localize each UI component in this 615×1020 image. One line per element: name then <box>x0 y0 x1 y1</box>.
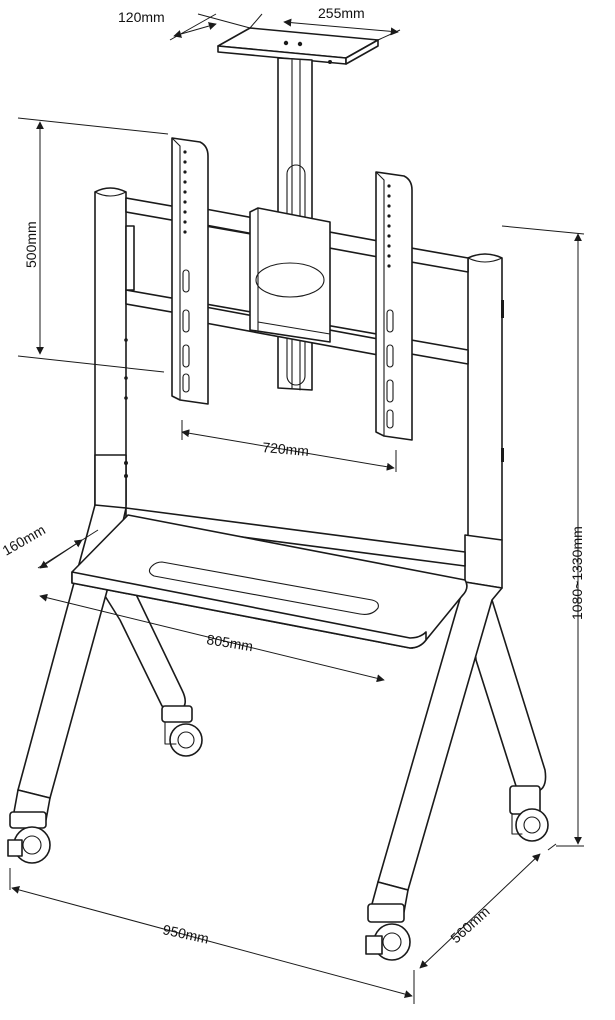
rear-left-caster <box>161 705 203 757</box>
dim-500-lines <box>17 117 169 373</box>
rear-right-caster <box>509 785 549 842</box>
dim-label-overall-height: 1080~1330mm <box>569 526 585 620</box>
rear-left-leg <box>99 587 186 713</box>
dim-label-vesa-width: 720mm <box>262 439 310 459</box>
dim-160-lines <box>37 529 99 569</box>
left-bracket-holes <box>183 150 187 234</box>
dim-label-tray-depth: 160mm <box>0 521 48 558</box>
left-upright <box>94 187 128 509</box>
dim-label-base-width: 950mm <box>161 921 210 946</box>
dim-label-camera-shelf-depth: 120mm <box>118 9 165 25</box>
camera-shelf <box>217 27 379 65</box>
dim-label-base-depth: 560mm <box>447 903 492 946</box>
front-left-caster <box>7 811 51 864</box>
dim-255-lines <box>249 13 401 41</box>
dim-label-camera-shelf-width: 255mm <box>318 5 365 21</box>
left-vesa-bracket <box>171 137 209 405</box>
right-bracket-holes <box>387 184 391 268</box>
dim-950-lines <box>9 868 415 1004</box>
right-vesa-bracket <box>375 171 413 441</box>
column-clamp <box>249 207 331 343</box>
dim-120-lines <box>169 13 251 41</box>
dim-560-lines <box>419 843 557 969</box>
dim-720-lines <box>181 420 397 472</box>
dim-1080-1330-lines <box>501 225 585 847</box>
dim-label-tray-width: 805mm <box>206 631 255 654</box>
dim-label-vesa-height: 500mm <box>23 221 39 268</box>
front-right-caster <box>365 903 411 961</box>
dim-805-lines <box>39 593 385 683</box>
right-upright <box>464 253 504 589</box>
